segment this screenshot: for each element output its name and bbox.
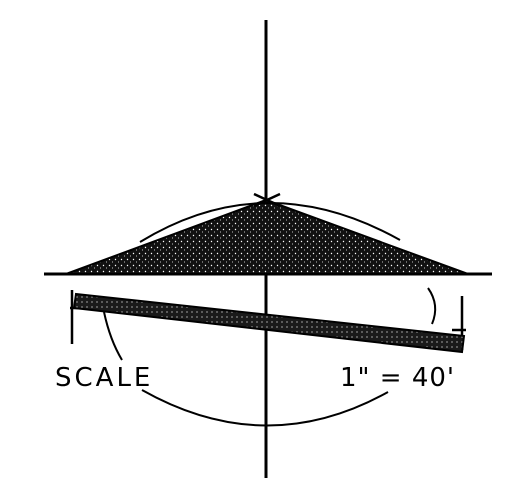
left-leader-curve bbox=[103, 311, 123, 361]
lower-arc bbox=[141, 389, 389, 427]
scale-label: SCALE bbox=[55, 363, 154, 393]
right-arc-tick bbox=[427, 287, 437, 325]
scale-ratio-label: 1" = 40' bbox=[340, 363, 456, 393]
scale-bar bbox=[72, 292, 466, 354]
shaded-triangle bbox=[65, 198, 469, 275]
upper-arc bbox=[139, 202, 401, 243]
